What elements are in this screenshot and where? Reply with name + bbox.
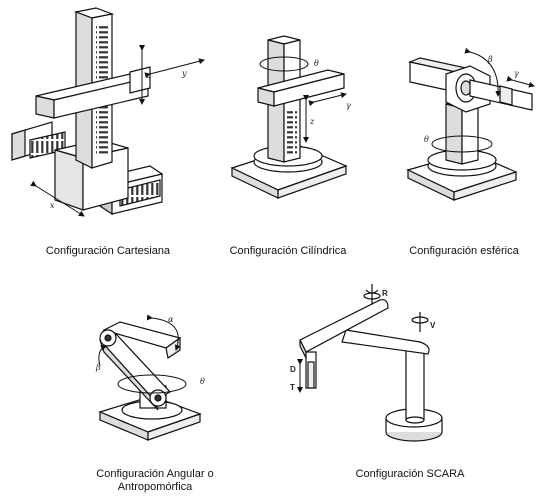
angular-label-theta: θ: [200, 377, 205, 386]
spherical-label-beta: β: [487, 55, 493, 64]
scara-label-r: R: [382, 289, 388, 298]
cartesian-label-z: z: [145, 71, 151, 80]
cylindrical-robot: [230, 35, 348, 199]
cylindrical-label-gamma: γ: [346, 101, 351, 110]
scara-label-v: V: [430, 321, 436, 330]
cylindrical-label-z: z: [309, 117, 315, 126]
caption-cartesian: Configuración Cartesiana: [45, 245, 171, 257]
angular-robot: [98, 314, 202, 441]
caption-angular-line1: Configuración Angular o: [96, 468, 214, 480]
scara-label-t: T: [290, 383, 295, 392]
angular-label-beta: β: [95, 363, 101, 372]
scara-label-d: D: [290, 365, 296, 374]
cylindrical-label-theta: θ: [314, 59, 319, 68]
cartesian-label-x: x: [50, 201, 55, 210]
cartesian-robot: [11, 7, 205, 217]
caption-cylindrical: Configuración Cilíndrica: [229, 245, 347, 257]
spherical-robot: [406, 47, 535, 201]
angular-label-alpha: α: [168, 315, 174, 324]
spherical-label-theta: θ: [424, 135, 429, 144]
cartesian-label-y: y: [181, 69, 187, 78]
scara-robot: [297, 284, 443, 442]
caption-spherical: Configuración esférica: [409, 245, 519, 257]
caption-angular-line2: Antropomórfica: [117, 481, 193, 493]
spherical-label-gamma: γ: [514, 69, 519, 78]
caption-scara: Configuración SCARA: [355, 468, 465, 480]
